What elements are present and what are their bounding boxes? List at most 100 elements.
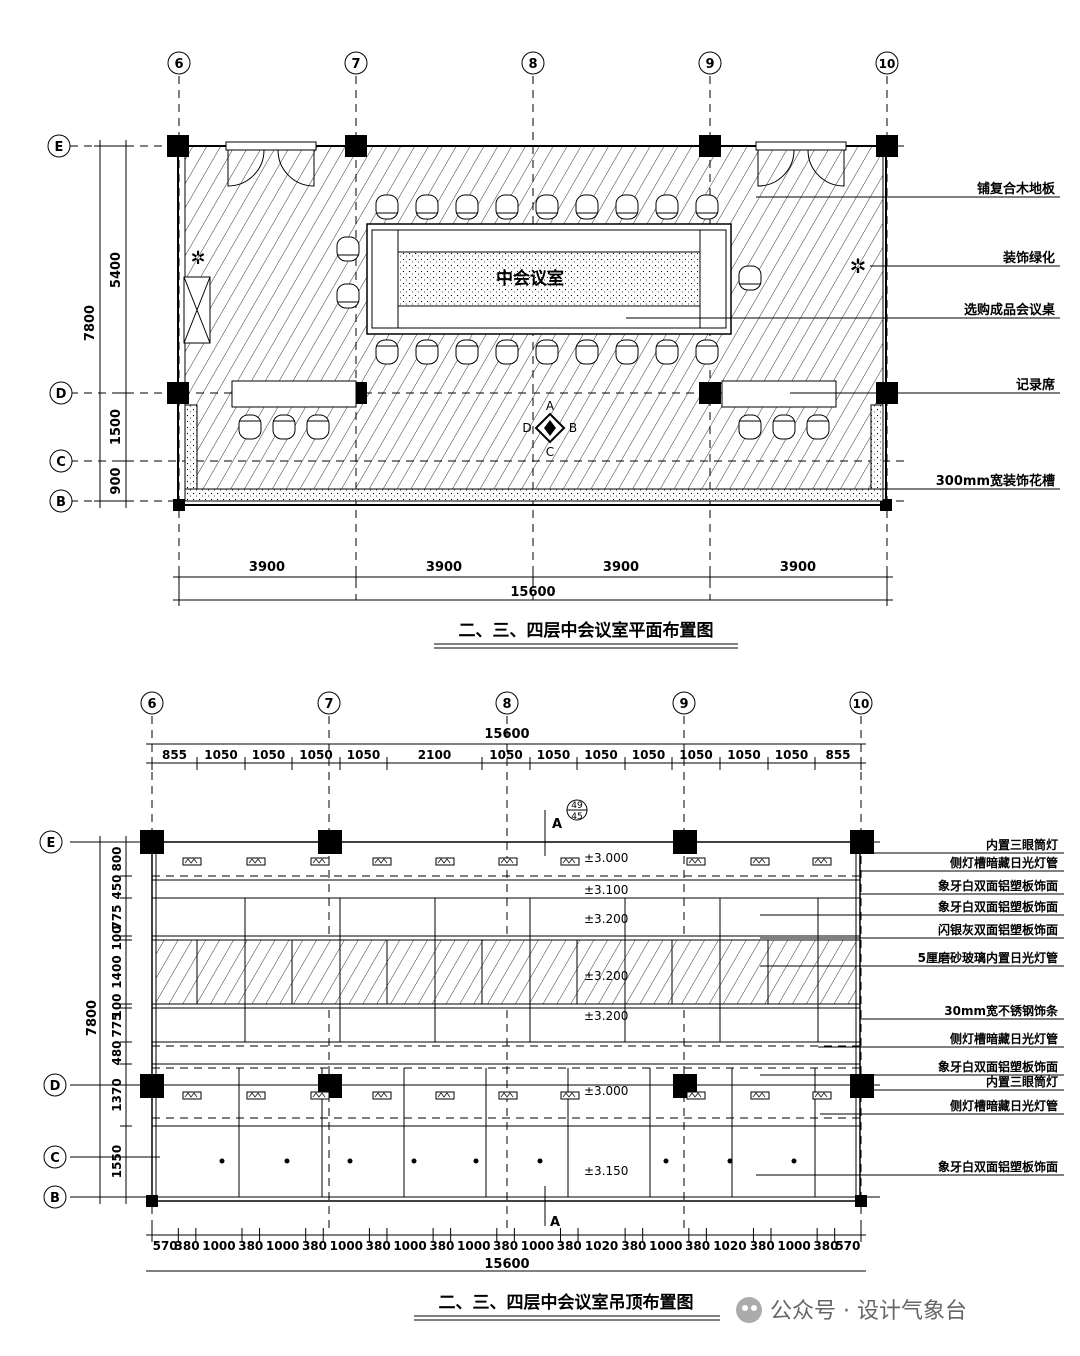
fluorescent-fixture (246, 1091, 266, 1100)
dimension-label: 1050 (632, 748, 665, 762)
callout-label: 侧灯槽暗藏日光灯管 (950, 855, 1058, 870)
callout-label: 5厘磨砂玻璃内置日光灯管 (918, 950, 1058, 965)
svg-text:D: D (50, 1079, 61, 1094)
svg-text:9: 9 (705, 57, 714, 72)
chair (575, 194, 599, 220)
watermark: 公众号 · 设计气象台 (736, 1297, 967, 1324)
floor-plan: 中会议室 ✲ ✲ A B C D (47, 51, 1060, 649)
dimension-label: 380 (429, 1239, 454, 1253)
left-plant-cabinet: ✲ ✲ (183, 248, 866, 344)
svg-text:7800: 7800 (83, 305, 98, 341)
fluorescent-fixture (310, 1091, 330, 1100)
dimension-label: 1000 (330, 1239, 363, 1253)
svg-text:3900: 3900 (603, 560, 639, 575)
callout-label: 象牙白双面铝塑板饰面 (938, 1159, 1058, 1174)
svg-text:3900: 3900 (780, 560, 816, 575)
dimension-label: 570 (153, 1239, 178, 1253)
svg-text:选购成品会议桌: 选购成品会议桌 (964, 302, 1056, 318)
chair (655, 339, 679, 365)
chair (615, 194, 639, 220)
dimension-label: 1050 (489, 748, 522, 762)
svg-text:E: E (55, 140, 64, 155)
fluorescent-fixture (750, 1091, 770, 1100)
svg-text:15600: 15600 (484, 1257, 529, 1272)
fluorescent-fixture (182, 857, 202, 866)
dimension-label: 1000 (521, 1239, 554, 1253)
fluorescent-fixture (686, 857, 706, 866)
ceiling-title: 二、三、四层中会议室吊顶布置图 (439, 1292, 694, 1313)
dimension-label: 1050 (775, 748, 808, 762)
svg-text:A: A (552, 817, 562, 832)
section-marker: A B C D (522, 399, 577, 459)
dimension-label: 100 (110, 925, 124, 950)
dimension-label: 775 (110, 904, 124, 929)
svg-text:9: 9 (679, 697, 688, 712)
fluorescent-fixture (498, 857, 518, 866)
svg-text:5400: 5400 (109, 252, 124, 288)
dimension-label: 380 (750, 1239, 775, 1253)
dimension-label: 800 (110, 846, 124, 871)
svg-text:10: 10 (853, 697, 870, 711)
fluorescent-fixture (560, 1091, 580, 1100)
svg-text:±3.150: ±3.150 (584, 1164, 628, 1178)
ceiling-plan: ±3.000 ±3.100 ±3.200 ±3.200 ±3.200 ±3.00… (39, 691, 1064, 1321)
dimension-label: 1050 (347, 748, 380, 762)
fluorescent-fixture (498, 1091, 518, 1100)
svg-text:铺复合木地板: 铺复合木地板 (977, 181, 1056, 197)
chair (306, 414, 330, 440)
svg-text:±3.200: ±3.200 (584, 912, 628, 926)
svg-text:A: A (550, 1215, 560, 1230)
svg-text:E: E (47, 836, 56, 851)
svg-text:3900: 3900 (249, 560, 285, 575)
fluorescent-fixture (750, 857, 770, 866)
svg-text:B: B (50, 1191, 60, 1206)
doors (225, 141, 847, 187)
svg-text:B: B (569, 421, 577, 435)
dimension-label: 1550 (110, 1145, 124, 1178)
svg-text:3900: 3900 (426, 560, 462, 575)
dimension-label: 1000 (649, 1239, 682, 1253)
svg-text:公众号 · 设计气象台: 公众号 · 设计气象台 (770, 1299, 967, 1324)
svg-text:6: 6 (147, 697, 156, 712)
dimension-label: 380 (493, 1239, 518, 1253)
svg-text:D: D (522, 421, 531, 435)
callout-label: 侧灯槽暗藏日光灯管 (950, 1031, 1058, 1046)
plan-columns (167, 135, 898, 511)
chair (655, 194, 679, 220)
ceiling-axis-bubbles: 6 7 8 9 10 E D C B (39, 691, 873, 1209)
fluorescent-fixture (372, 857, 392, 866)
fluorescent-fixture (435, 857, 455, 866)
callout-label: 30mm宽不锈钢饰条 (944, 1003, 1059, 1018)
svg-text:10: 10 (879, 57, 896, 71)
downlight (663, 1158, 669, 1164)
svg-text:6: 6 (174, 57, 183, 72)
svg-text:1500: 1500 (109, 409, 124, 445)
dimension-label: 1050 (679, 748, 712, 762)
callout-label: 象牙白双面铝塑板饰面 (938, 1059, 1058, 1074)
callout-label: 闪银灰双面铝塑板饰面 (938, 922, 1058, 937)
downlight (411, 1158, 417, 1164)
svg-text:C: C (56, 455, 66, 470)
plan-axis-bubbles: 6 7 8 9 10 E D C B (47, 51, 899, 513)
svg-text:900: 900 (109, 467, 124, 494)
dimension-label: 1000 (777, 1239, 810, 1253)
ceiling-leader-labels: 内置三眼筒灯侧灯槽暗藏日光灯管象牙白双面铝塑板饰面象牙白双面铝塑板饰面闪银灰双面… (756, 837, 1064, 1176)
chair (615, 339, 639, 365)
chair (772, 414, 796, 440)
dimension-label: 1000 (457, 1239, 490, 1253)
plan-grid-lines (70, 76, 905, 600)
svg-text:±3.000: ±3.000 (584, 1084, 628, 1098)
dimension-label: 1400 (110, 955, 124, 988)
dimension-label: 380 (557, 1239, 582, 1253)
chair (415, 194, 439, 220)
dimension-label: 1050 (204, 748, 237, 762)
ceiling-grid-lines (70, 716, 880, 1230)
fluorescent-fixture (372, 1091, 392, 1100)
dimension-label: 1000 (202, 1239, 235, 1253)
fluorescent-fixture (560, 857, 580, 866)
downlight (473, 1158, 479, 1164)
plan-leader-labels: 铺复合木地板 装饰绿化 选购成品会议桌 记录席 300mm宽装饰花槽 (626, 181, 1060, 490)
dimension-label: 480 (110, 1040, 124, 1065)
